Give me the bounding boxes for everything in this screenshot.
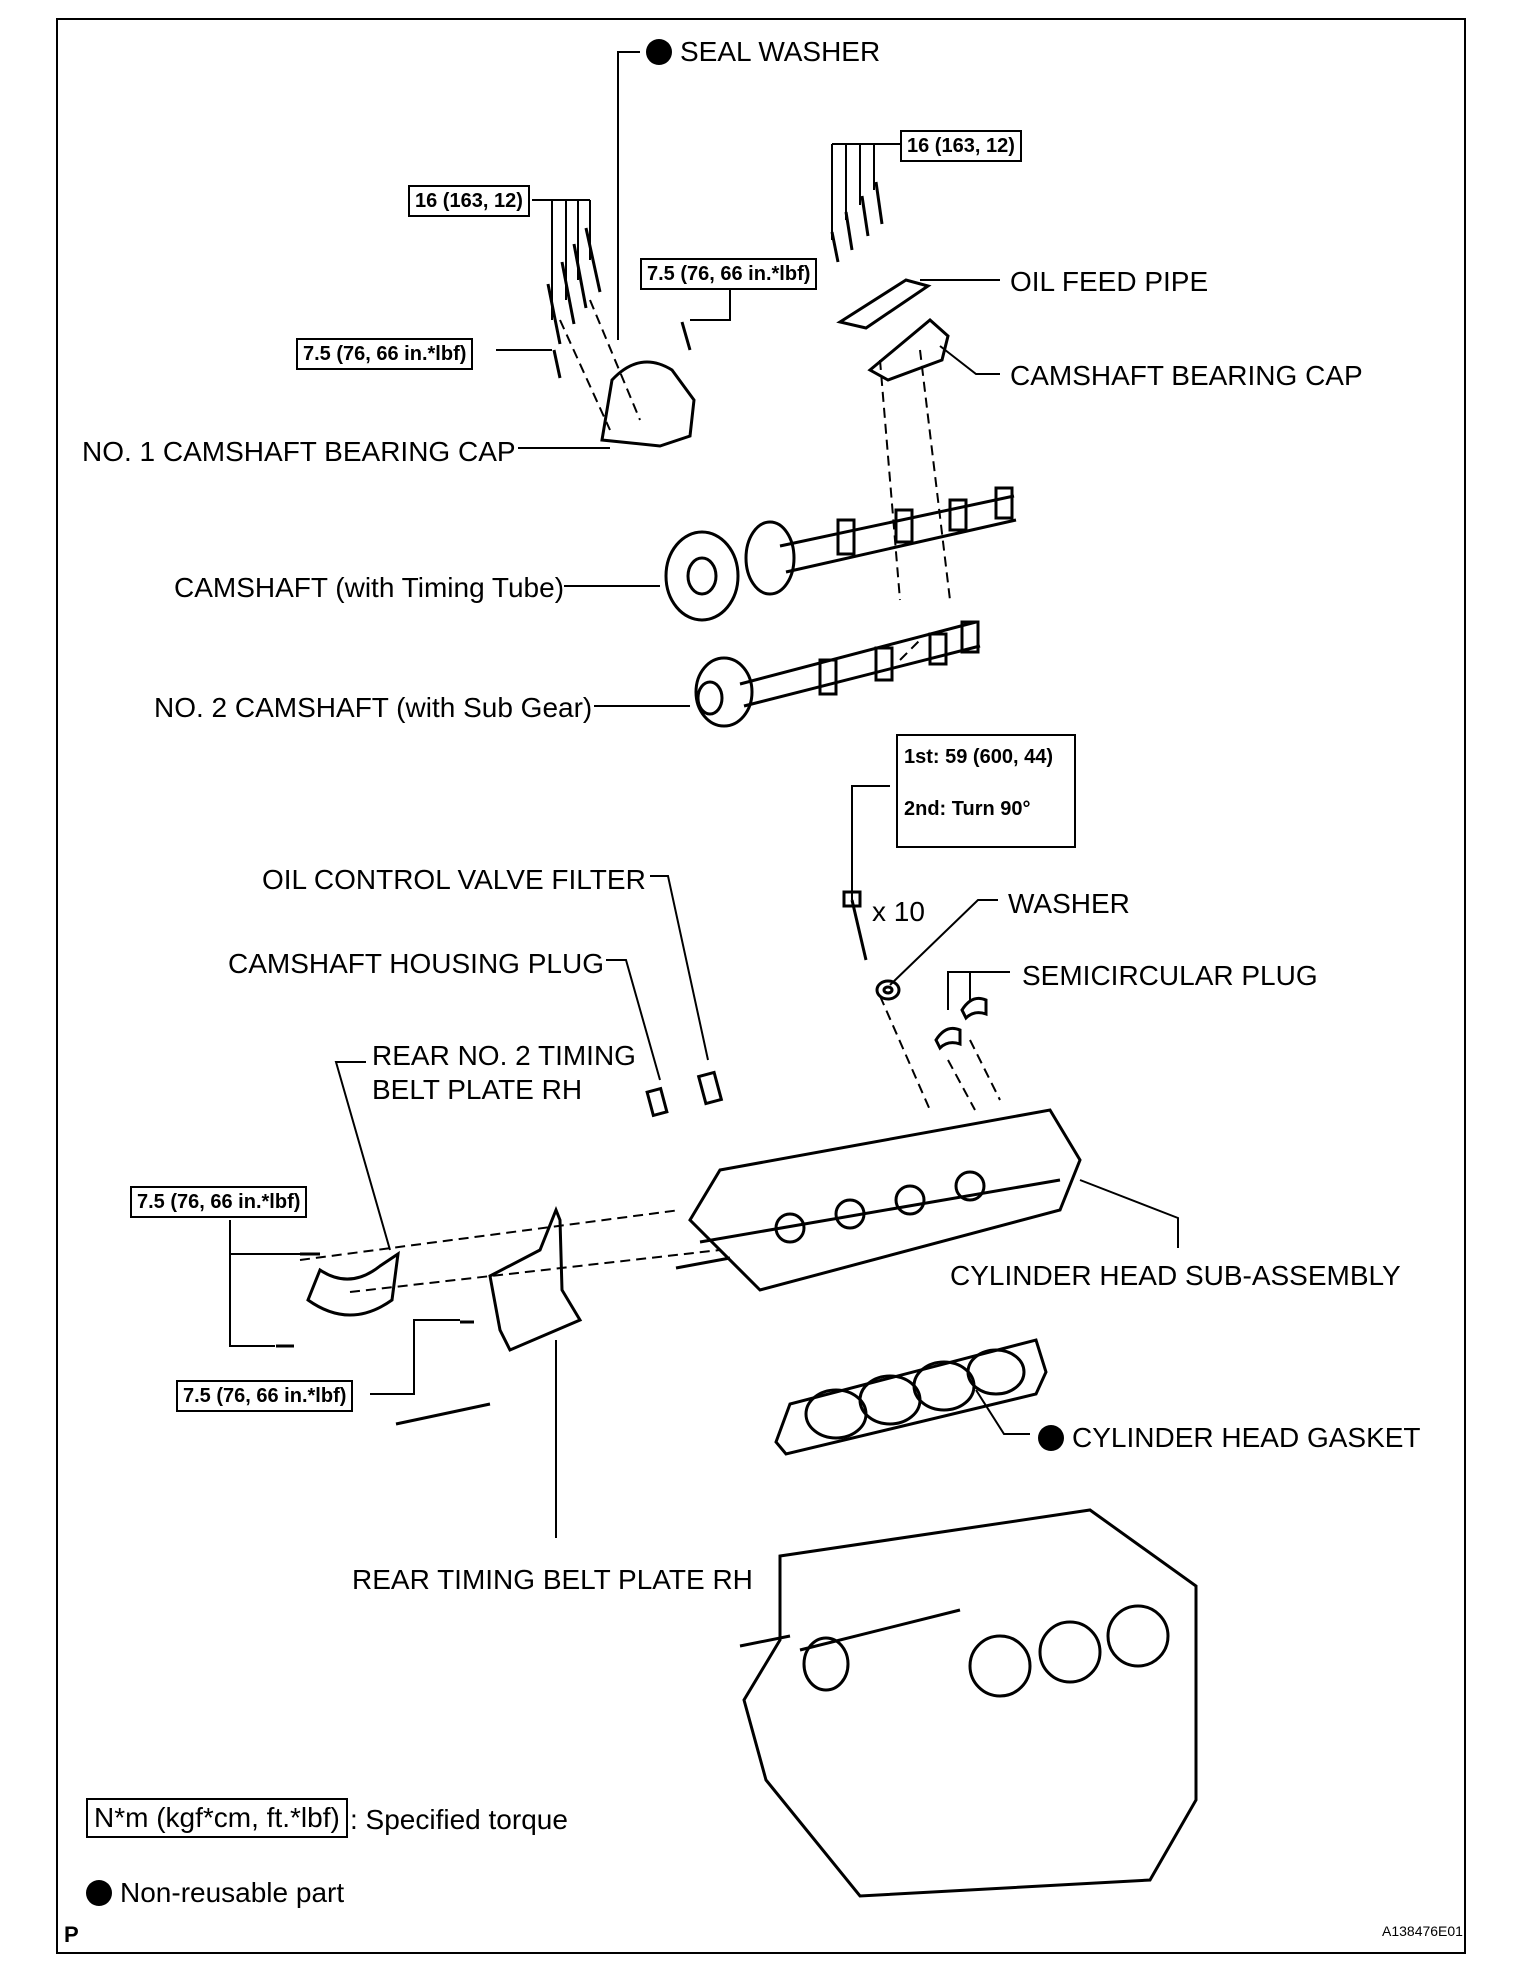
camshaft-housing-plug-shape <box>645 1086 669 1118</box>
leader-cyl-head <box>1079 1179 1179 1248</box>
leader-head-bolt <box>851 785 890 900</box>
alignment-lines <box>299 299 1001 1293</box>
torque-head-bolt-2nd: 2nd: Turn 90° <box>904 798 1031 820</box>
legend-torque-desc: : Specified torque <box>350 1804 568 1835</box>
semicircular-plug-shape-1 <box>934 1026 962 1051</box>
torque-box-75-top: 7.5 (76, 66 in.*lbf) <box>640 258 818 290</box>
leader-housing-plug <box>606 959 661 1081</box>
leader-semicircular <box>947 971 1010 1010</box>
camshaft-bearing-cap-label: CAMSHAFT BEARING CAP <box>1010 360 1363 391</box>
semicircular-plug-shape-2 <box>960 996 988 1021</box>
no2-camshaft-shape <box>694 620 981 728</box>
leader-bolt75-plate-no2 <box>229 1220 275 1347</box>
rear-timing-belt-plate-label: REAR TIMING BELT PLATE RH <box>352 1564 753 1595</box>
camshaft-housing-plug-label: CAMSHAFT HOUSING PLUG <box>228 948 604 979</box>
non-reusable-dot-icon <box>1038 1425 1064 1451</box>
leader-washer <box>889 899 998 986</box>
rear-no2-plate-label-line1: REAR NO. 2 TIMING <box>372 1040 636 1071</box>
rear-no2-plate-shape <box>306 1250 400 1317</box>
oil-control-valve-filter-label: OIL CONTROL VALVE FILTER <box>262 864 646 895</box>
leader-ocv-filter <box>650 875 709 1061</box>
bolt-count-label: x 10 <box>872 896 925 927</box>
leader-rear-no2 <box>334 1061 391 1251</box>
camshaft-label: CAMSHAFT (with Timing Tube) <box>174 572 565 603</box>
leader-seal-washer <box>617 51 640 340</box>
semicircular-plug-label: SEMICIRCULAR PLUG <box>1022 960 1318 991</box>
leader-bolt75-top <box>690 290 731 321</box>
bolts-right <box>830 181 884 263</box>
torque-box-75-cap: 7.5 (76, 66 in.*lbf) <box>296 338 474 370</box>
diagram-frame <box>56 18 1466 1954</box>
rear-plate-shape <box>488 1205 583 1352</box>
non-reusable-dot-icon <box>86 1880 112 1906</box>
cylinder-head-gasket-shape <box>774 1338 1048 1456</box>
leader-bearing-cap <box>939 345 1000 375</box>
oil-feed-pipe-label: OIL FEED PIPE <box>1010 266 1209 297</box>
no2-camshaft-label: NO. 2 CAMSHAFT (with Sub Gear) <box>154 692 593 723</box>
page-code: P <box>64 1922 79 1947</box>
figure-id: A138476E01 <box>1382 1923 1463 1939</box>
torque-box-16-left: 16 (163, 12) <box>408 185 530 217</box>
torque-box-75-plate-no2: 7.5 (76, 66 in.*lbf) <box>130 1186 308 1218</box>
legend-torque-unit-box: N*m (kgf*cm, ft.*lbf) <box>86 1798 348 1838</box>
part-outlines <box>276 181 1198 1898</box>
engine-block-shape <box>739 1508 1198 1898</box>
oil-control-valve-filter-shape <box>696 1070 724 1106</box>
plate-bolts <box>276 1252 491 1426</box>
cylinder-head-sub-assembly-label: CYLINDER HEAD SUB-ASSEMBLY <box>950 1260 1401 1291</box>
washer-label: WASHER <box>1008 888 1130 919</box>
rear-no2-plate-label-line2: BELT PLATE RH <box>372 1074 583 1105</box>
bearing-cap-shape <box>867 318 950 382</box>
camshaft-shape <box>664 486 1017 622</box>
no1-camshaft-bearing-cap-label: NO. 1 CAMSHAFT BEARING CAP <box>82 436 516 467</box>
torque-head-bolt-1st: 1st: 59 (600, 44) <box>904 746 1053 768</box>
oil-feed-pipe-shape <box>836 278 932 330</box>
torque-box-head-bolt: 1st: 59 (600, 44) 2nd: Turn 90° <box>896 734 1076 848</box>
torque-box-16-right: 16 (163, 12) <box>900 130 1022 162</box>
cylinder-head-shape <box>675 1108 1082 1292</box>
bolts-left <box>546 227 692 379</box>
seal-washer-label: SEAL WASHER <box>646 38 880 66</box>
legend-non-reusable: Non-reusable part <box>86 1879 344 1907</box>
head-bolt-shape <box>842 890 901 1001</box>
cylinder-head-gasket-label: CYLINDER HEAD GASKET <box>1038 1424 1421 1452</box>
torque-box-75-plate: 7.5 (76, 66 in.*lbf) <box>176 1380 354 1412</box>
non-reusable-dot-icon <box>646 39 672 65</box>
no1-camshaft-cap-shape <box>600 360 696 448</box>
leader-bolt75-plate <box>370 1319 460 1395</box>
